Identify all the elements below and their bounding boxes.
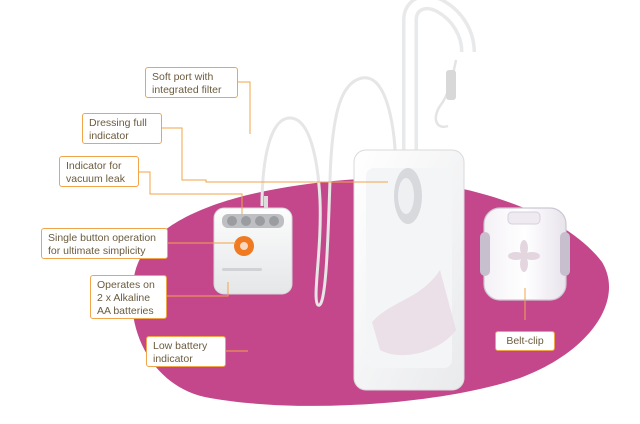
belt-clip-callout: Belt-clip (495, 331, 555, 351)
batteries-callout: Operates on 2 x Alkaline AA batteries (90, 275, 167, 319)
tubing (260, 76, 398, 307)
soft-port-callout: Soft port with integrated filter (145, 67, 238, 98)
belt-clip (480, 207, 570, 301)
dressing-full-callout: Dressing full indicator (82, 113, 162, 144)
indicator-light (241, 216, 251, 226)
vacuum-leak-callout: Indicator for vacuum leak (59, 156, 139, 187)
leader-line (139, 171, 243, 214)
hook-tube (402, 0, 476, 200)
indicator-light (227, 216, 237, 226)
leader-line (238, 81, 251, 134)
low-battery-callout: Low battery indicator (146, 336, 226, 367)
dressing-pad (353, 149, 465, 391)
leader-line (162, 127, 388, 183)
indicator-light (255, 216, 265, 226)
indicator-light (269, 216, 279, 226)
single-button-callout: Single button operation for ultimate sim… (41, 228, 168, 259)
pump-device (213, 207, 293, 295)
leader-line (167, 282, 229, 297)
